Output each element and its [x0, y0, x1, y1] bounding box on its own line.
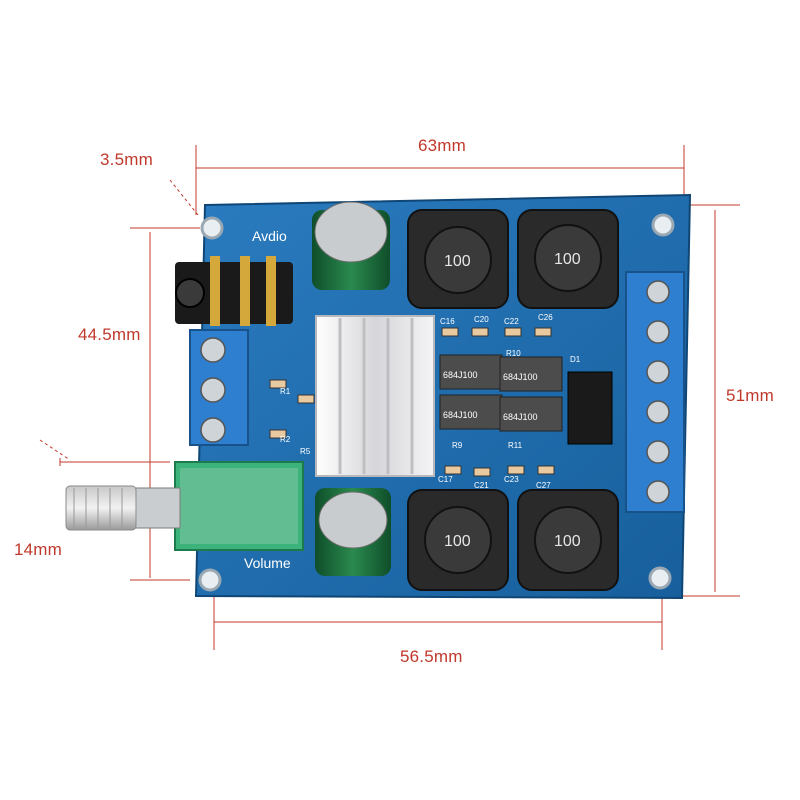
label-c16: C16 — [440, 317, 455, 326]
capacitor-bottom — [315, 488, 391, 576]
label-audio: Avdio — [252, 228, 287, 244]
label-volume: Volume — [244, 555, 291, 571]
inductor-3-label: 100 — [444, 533, 471, 550]
inductor-4-label: 100 — [554, 533, 581, 550]
label-c27: C27 — [536, 481, 551, 490]
label-c26: C26 — [538, 313, 553, 322]
inductor-1-label: 100 — [444, 253, 471, 270]
volume-potentiometer — [65, 461, 304, 551]
label-c23: C23 — [504, 475, 519, 484]
heatsink — [315, 315, 435, 477]
input-terminal-block — [189, 329, 249, 446]
label-c21: C21 — [474, 481, 489, 490]
inductor-labels: 100 100 100 100 — [444, 251, 581, 550]
inductor-2-label: 100 — [554, 251, 581, 268]
label-c17: C17 — [438, 475, 453, 484]
label-r1: R1 — [280, 387, 291, 396]
film-capacitors — [439, 354, 563, 432]
label-d1: D1 — [570, 355, 581, 364]
diode-d1 — [567, 371, 613, 445]
chip-cap-2-label: 684J100 — [503, 372, 538, 382]
chip-cap-4-label: 684J100 — [503, 412, 538, 422]
label-r9: R9 — [452, 441, 463, 450]
label-r5: R5 — [300, 447, 311, 456]
chip-cap-1-label: 684J100 — [443, 370, 478, 380]
smd-components — [269, 327, 555, 477]
dimension-height-left: 44.5mm — [78, 325, 141, 344]
label-r10: R10 — [506, 349, 521, 358]
dimension-width-top: 63mm — [418, 136, 467, 155]
audio-jack — [175, 256, 293, 326]
dimension-knob: 14mm — [14, 540, 63, 559]
label-r2: R2 — [280, 435, 291, 444]
label-c20: C20 — [474, 315, 489, 324]
label-c22: C22 — [504, 317, 519, 326]
chip-cap-3-label: 684J100 — [443, 410, 478, 420]
dimension-hole-spacing: 56.5mm — [400, 647, 463, 666]
dimension-height-right: 51mm — [726, 386, 775, 405]
inductors — [407, 209, 619, 591]
silkscreen: Avdio Volume C16 C20 C22 C26 R10 D1 R9 R… — [244, 228, 581, 571]
label-r11: R11 — [508, 441, 523, 450]
mounting-holes — [198, 213, 675, 592]
capacitor-top — [312, 201, 390, 290]
dimension-lines — [39, 145, 740, 650]
dimension-hole-offset: 3.5mm — [100, 150, 153, 169]
output-terminal-block — [625, 271, 685, 513]
